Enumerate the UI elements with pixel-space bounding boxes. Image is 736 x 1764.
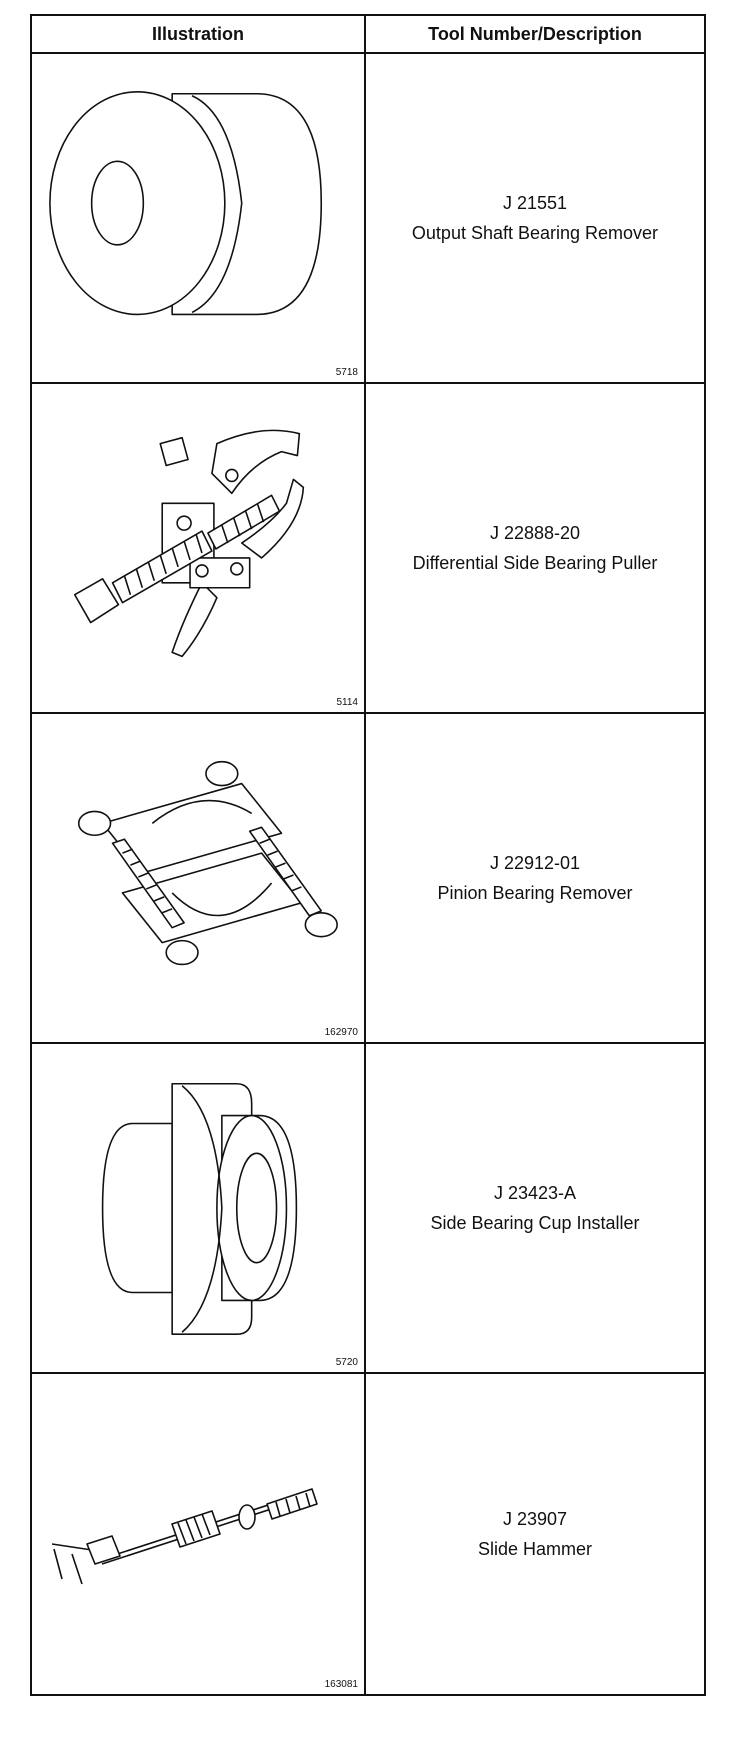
figure-number: 5114 <box>336 697 358 708</box>
slide-hammer-icon <box>51 1488 318 1585</box>
split-clamp-icon <box>77 760 338 966</box>
figure-number: 5720 <box>335 1357 358 1368</box>
cylinder-cup-icon <box>49 90 323 316</box>
bearing-puller-icon <box>73 429 305 658</box>
tool-description: Output Shaft Bearing Remover <box>411 223 659 243</box>
tool-description: Differential Side Bearing Puller <box>412 553 658 573</box>
header-tool: Tool Number/Description <box>428 23 642 44</box>
figure-number: 5718 <box>335 367 358 378</box>
table-row: 5114 J 22888-20 Differential Side Bearin… <box>32 384 704 714</box>
illustration-cell: 162970 <box>32 714 366 1042</box>
tool-description: Side Bearing Cup Installer <box>430 1213 640 1233</box>
tool-number: J 22912-01 <box>489 853 581 873</box>
illustration-cell: 5720 <box>32 1044 366 1372</box>
table-row: 162970 J 22912-01 Pinion Bearing Remover <box>32 714 704 1044</box>
description-cell: J 21551 Output Shaft Bearing Remover <box>366 54 704 382</box>
figure-number: 163081 <box>324 1679 358 1690</box>
table-row: 163081 J 23907 Slide Hammer <box>32 1374 704 1694</box>
table-row: 5718 J 21551 Output Shaft Bearing Remove… <box>32 54 704 384</box>
description-cell: J 23423-A Side Bearing Cup Installer <box>366 1044 704 1372</box>
tool-number: J 21551 <box>502 193 568 213</box>
description-cell: J 22888-20 Differential Side Bearing Pul… <box>366 384 704 712</box>
tool-description: Slide Hammer <box>477 1539 593 1559</box>
tool-description: Pinion Bearing Remover <box>437 883 633 903</box>
header-illustration: Illustration <box>32 16 366 52</box>
description-cell: J 22912-01 Pinion Bearing Remover <box>366 714 704 1042</box>
tool-number: J 23907 <box>502 1509 568 1529</box>
tools-table: Illustration Tool Number/Description 571… <box>30 14 706 1696</box>
description-cell: J 23907 Slide Hammer <box>366 1374 704 1694</box>
illustration-cell: 5114 <box>32 384 366 712</box>
illustration-cell: 163081 <box>32 1374 366 1694</box>
table-header: Illustration Tool Number/Description <box>32 16 704 54</box>
table-row: 5720 J 23423-A Side Bearing Cup Installe… <box>32 1044 704 1374</box>
figure-number: 162970 <box>324 1027 358 1038</box>
stepped-cylinder-icon <box>101 1082 298 1336</box>
tool-number: J 22888-20 <box>489 523 581 543</box>
illustration-cell: 5718 <box>32 54 366 382</box>
tool-number: J 23423-A <box>493 1183 577 1203</box>
